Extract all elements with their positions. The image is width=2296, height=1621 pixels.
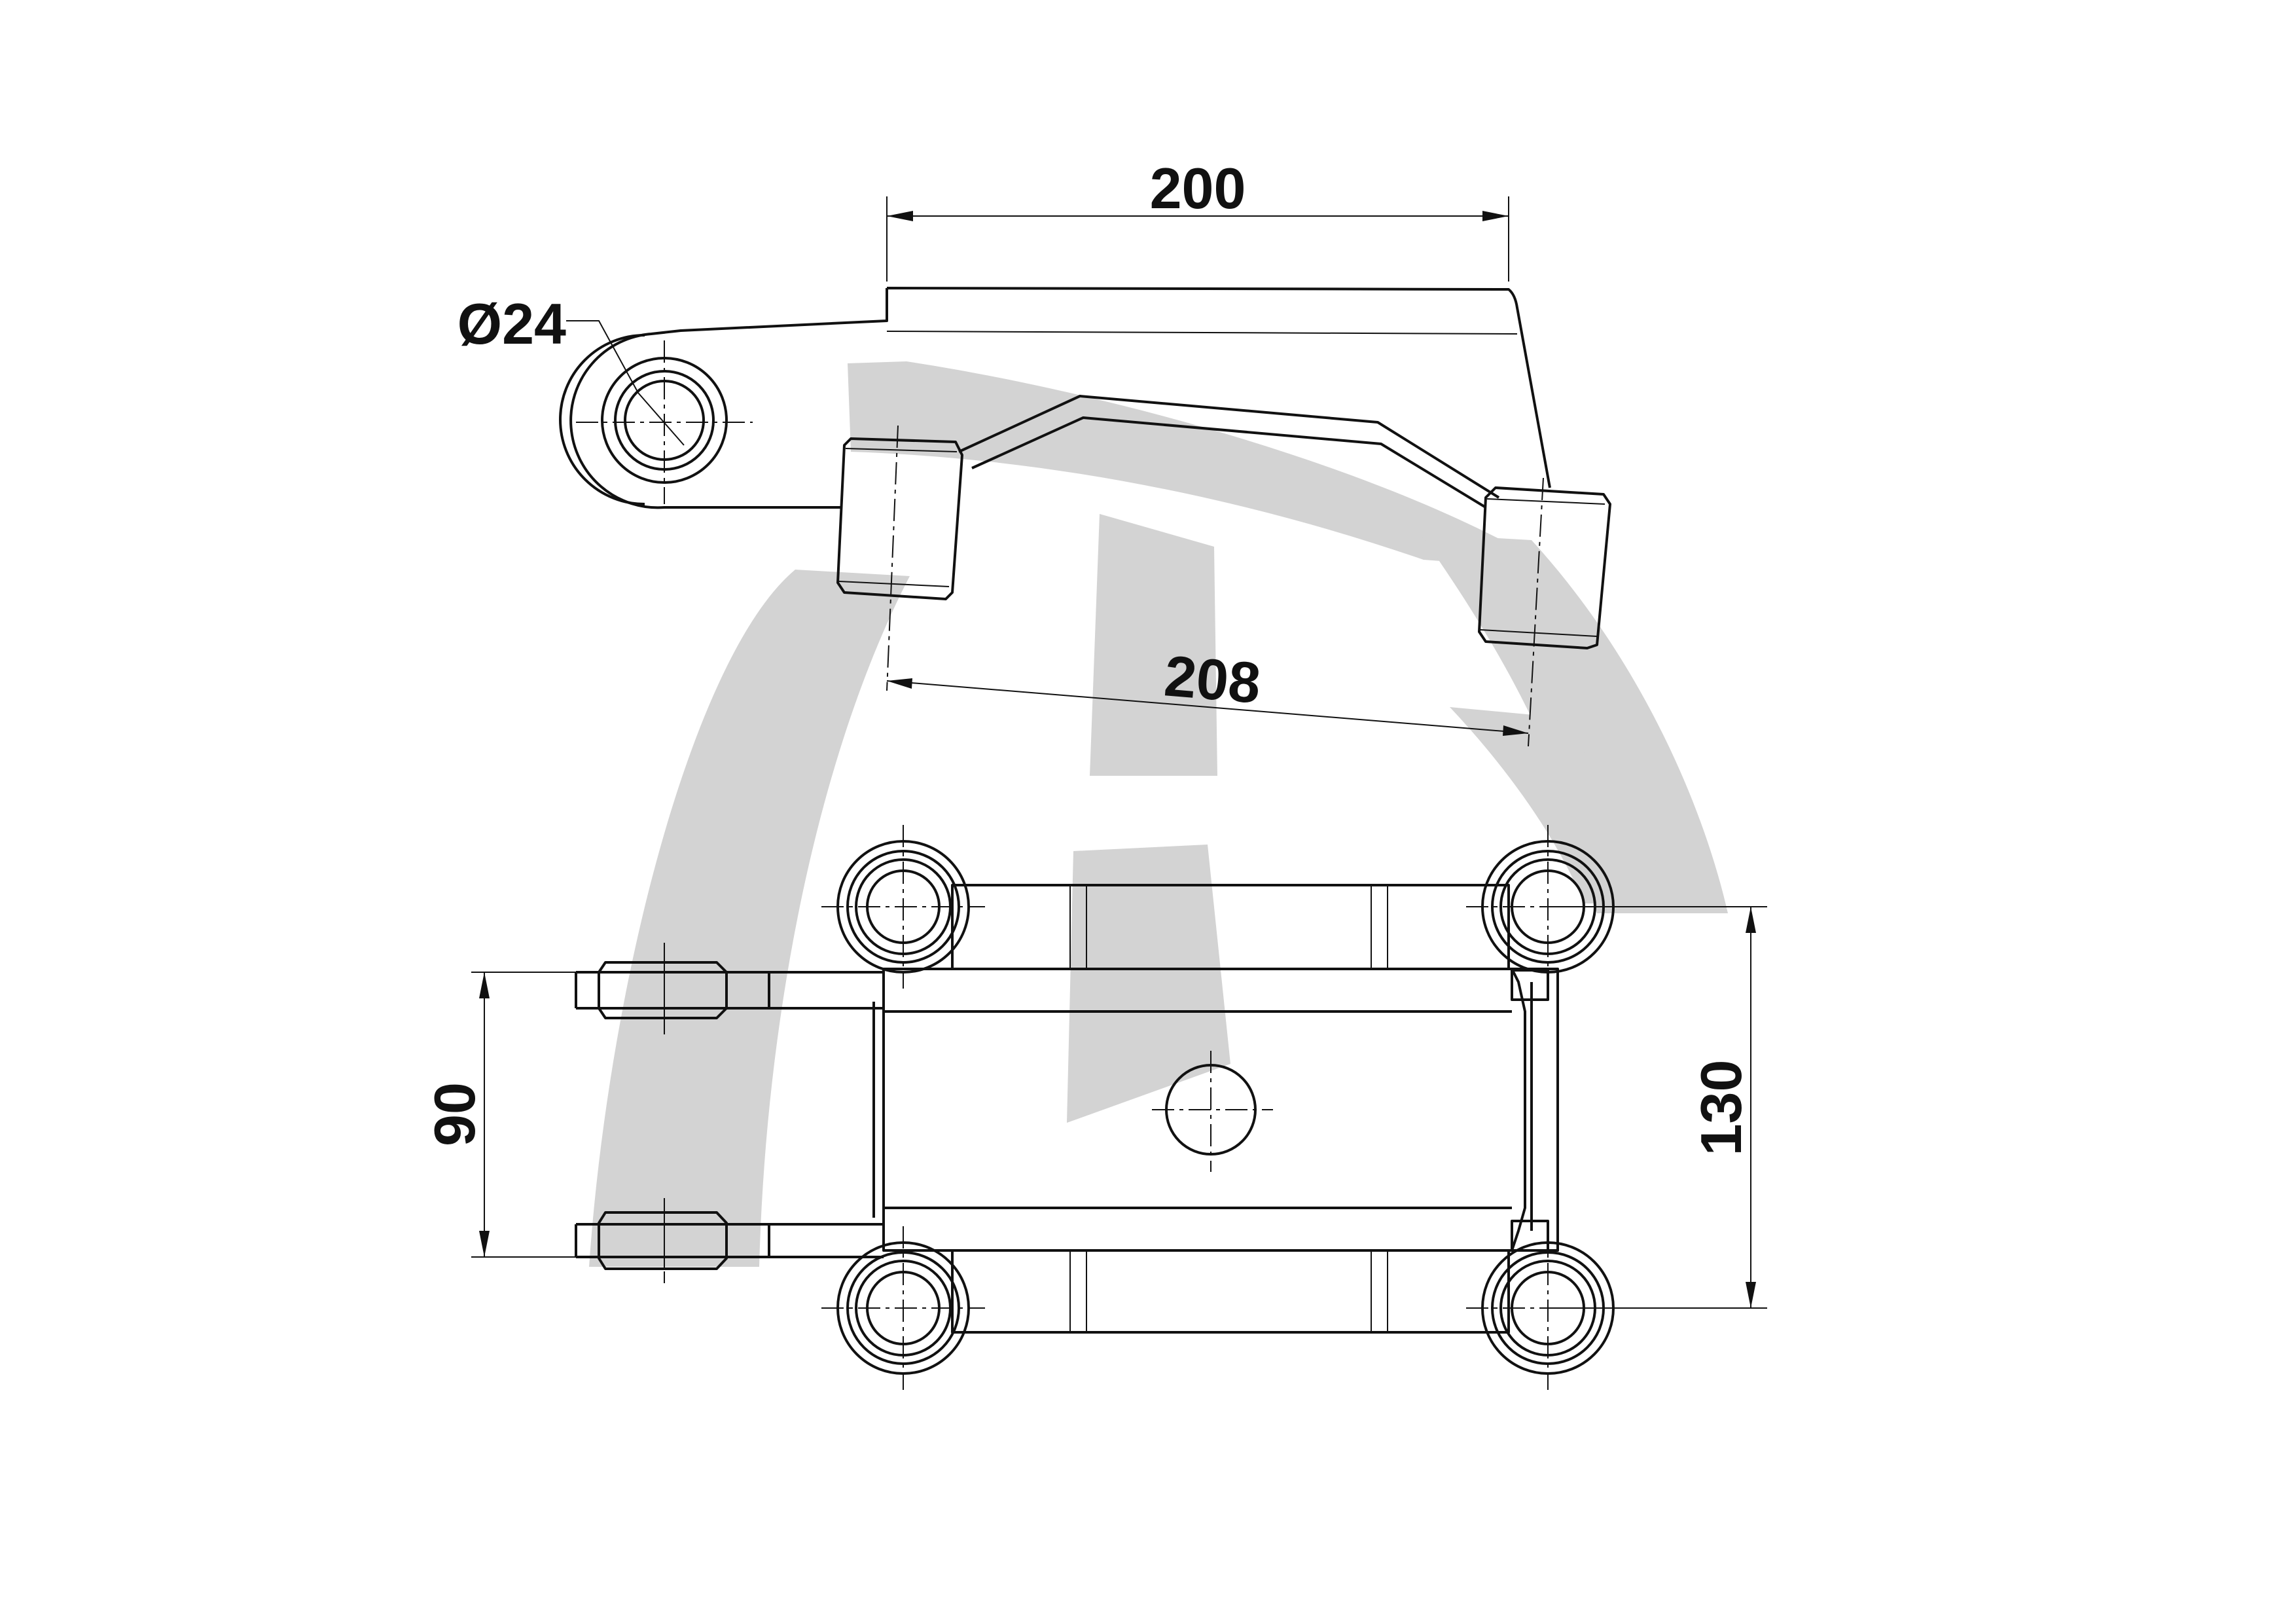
watermark-bottom-arc xyxy=(1450,707,1676,903)
dim-90-arrow-bottom xyxy=(479,1231,490,1257)
watermark-right-arc xyxy=(1420,534,1728,913)
roller-right xyxy=(1478,486,1611,649)
dim-130-arrow-top xyxy=(1746,907,1756,933)
dim-label-200: 200 xyxy=(1150,156,1246,221)
plan-view xyxy=(471,825,1767,1390)
roller-top-left xyxy=(821,825,985,989)
dim-label-90: 90 xyxy=(422,1082,487,1146)
dim-label-208: 208 xyxy=(1162,643,1263,716)
dim-label-130: 130 xyxy=(1689,1060,1753,1156)
watermark-left-arc xyxy=(589,570,910,1267)
roller-right-edge-top xyxy=(1486,498,1605,505)
arm-top xyxy=(951,884,1510,970)
connecting-arm xyxy=(958,395,1500,509)
dim-label-pin-diameter: Ø24 xyxy=(457,291,566,356)
dim-208-line xyxy=(886,680,1529,734)
dim-208-arrow-right xyxy=(1503,725,1528,736)
dim-200-arrow-right xyxy=(1482,211,1509,221)
roller-left-edge-top xyxy=(845,448,958,452)
arm-bottom xyxy=(951,1249,1510,1334)
dim-208-arrow-left xyxy=(887,678,912,689)
roller-left-centerline xyxy=(886,425,899,691)
lever-inner-line xyxy=(886,331,1518,335)
pin-diameter-leader xyxy=(637,392,685,446)
housing-tab-top xyxy=(1511,969,1549,1001)
pin-label-leader xyxy=(566,320,639,393)
lug-bottom xyxy=(575,1198,884,1283)
watermark-logo xyxy=(589,361,1728,1267)
watermark-top-arc xyxy=(848,361,1554,570)
dim-130-arrow-bottom xyxy=(1746,1282,1756,1308)
housing-right-flange xyxy=(1511,968,1533,1251)
watermark-center-block-upper xyxy=(1090,514,1217,776)
roller-right-edge-bottom xyxy=(1480,629,1598,637)
dim-200-arrow-left xyxy=(887,211,913,221)
roller-left-edge-bottom xyxy=(838,581,950,587)
watermark-center-block-lower xyxy=(1067,845,1230,1123)
lug-top xyxy=(575,943,884,1034)
roller-left xyxy=(836,437,963,600)
dim-90-arrow-top xyxy=(479,972,490,998)
pin-boss-outer xyxy=(559,334,645,505)
roller-right-centerline xyxy=(1528,477,1544,747)
roller-bottom-left xyxy=(821,1226,985,1390)
side-view xyxy=(559,196,1611,747)
